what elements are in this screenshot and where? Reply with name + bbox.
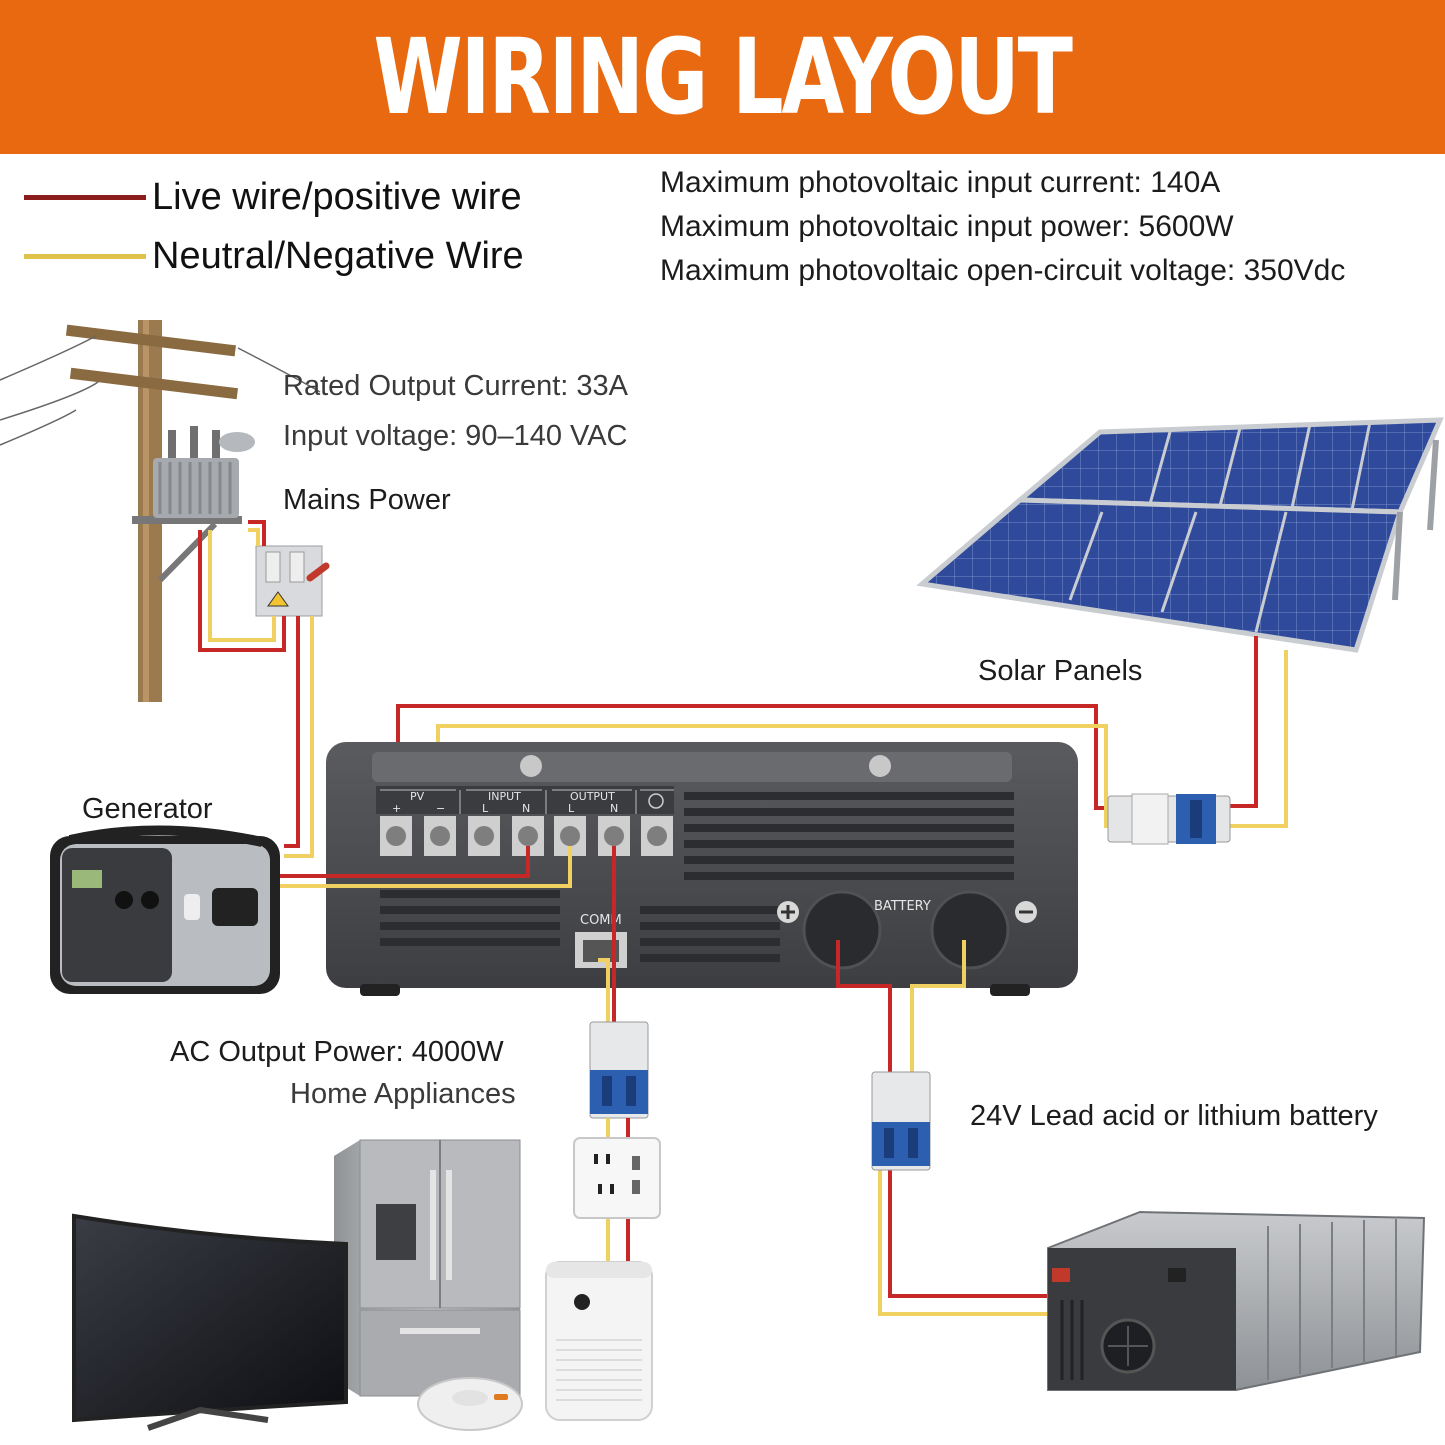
- inverter-wires: [280, 846, 616, 1024]
- breaker-icon: [871, 1071, 931, 1171]
- robot-vacuum-icon: [417, 1377, 523, 1431]
- inverter-label-input: INPUT: [488, 790, 521, 803]
- ac-output-power: AC Output Power: 4000W: [170, 1036, 504, 1068]
- inverter-label-output-n: N: [610, 802, 618, 815]
- generator-icon: [50, 825, 280, 994]
- inverter-label-plus: +: [392, 802, 401, 815]
- inverter-label-input-l: L: [482, 802, 489, 815]
- legend-swatch-live: [24, 195, 146, 200]
- mains-input-voltage: Input voltage: 90–140 VAC: [283, 420, 628, 452]
- spec-max-power: Maximum photovoltaic input power: 5600W: [660, 210, 1234, 243]
- home-appliances-label: Home Appliances: [290, 1078, 516, 1110]
- battery-wires: [836, 940, 1048, 1316]
- solar-panels-label: Solar Panels: [978, 655, 1143, 687]
- spec-max-current: Maximum photovoltaic input current: 140A: [660, 166, 1221, 199]
- mains-wires: [198, 520, 314, 858]
- breaker-icon: [1107, 793, 1231, 845]
- inverter-label-output: OUTPUT: [570, 790, 615, 803]
- refrigerator-icon: [334, 1139, 521, 1397]
- inverter-label-comm: COMM: [580, 913, 622, 928]
- legend-swatch-neutral: [24, 254, 146, 259]
- legend-item-neutral: Neutral/Negative Wire: [24, 235, 524, 278]
- header-banner: WIRING LAYOUT: [0, 0, 1445, 154]
- legend-item-live: Live wire/positive wire: [24, 176, 522, 219]
- wall-socket-icon: [573, 1137, 661, 1219]
- legend-label-neutral: Neutral/Negative Wire: [152, 235, 524, 277]
- battery-label: 24V Lead acid or lithium battery: [970, 1100, 1378, 1132]
- disconnect-switch-icon: [255, 545, 330, 617]
- inverter-label-pv: PV: [410, 790, 425, 803]
- mains-power-label: Mains Power: [283, 484, 451, 516]
- air-purifier-icon: [545, 1261, 653, 1421]
- breaker-icon: [589, 1021, 649, 1119]
- inverter-label-battery: BATTERY: [874, 899, 931, 914]
- inverter-label-output-l: L: [568, 802, 575, 815]
- ac-lower-wires: [606, 1118, 630, 1264]
- battery-pack-icon: [1047, 1210, 1426, 1391]
- legend-label-live: Live wire/positive wire: [152, 176, 522, 218]
- transformer-icon: [153, 426, 255, 518]
- inverter-label-minus: −: [436, 802, 445, 815]
- tv-icon: [72, 1213, 348, 1431]
- spec-max-voc: Maximum photovoltaic open-circuit voltag…: [660, 254, 1346, 287]
- generator-label: Generator: [82, 793, 213, 825]
- inverter-label-input-n: N: [522, 802, 530, 815]
- solar-panel-icon: [916, 417, 1444, 653]
- page-title: WIRING LAYOUT: [373, 16, 1074, 138]
- mains-rated-current: Rated Output Current: 33A: [283, 370, 628, 402]
